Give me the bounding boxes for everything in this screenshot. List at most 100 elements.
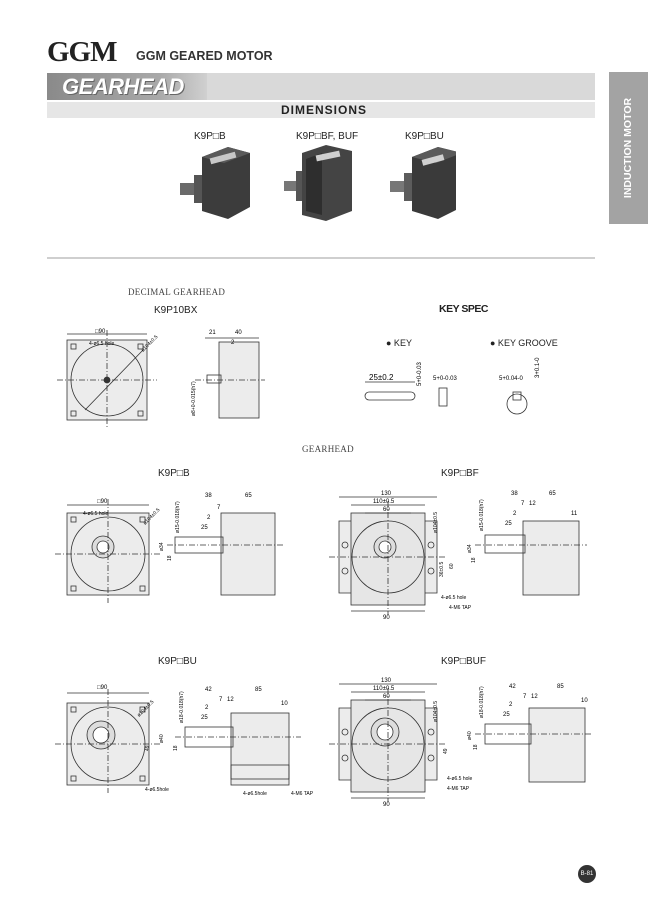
dim-label: ø34: [159, 542, 165, 551]
dim-label: 4-M6 TAP: [449, 605, 472, 611]
brand-logo: GGM: [47, 36, 117, 68]
dim-label: 4-M6 TAP: [447, 786, 470, 792]
dim-label: 7: [521, 501, 525, 507]
dim-label: ø104±0.5: [433, 512, 439, 533]
dim-label: 90: [383, 802, 390, 807]
dim-label: 38: [205, 493, 212, 499]
gearhead-photo-bu: [390, 147, 456, 219]
drawing-label: K9P□BUF: [441, 656, 486, 667]
dim-label: 7: [219, 697, 223, 703]
dim-label: 2: [231, 340, 235, 346]
dim-label: 40: [235, 330, 242, 336]
dim-label: ø18-0.018(h7): [179, 691, 185, 723]
dim-label: ø40: [159, 734, 165, 743]
key-groove-label: ● KEY GROOVE: [490, 338, 558, 348]
product-label: K9P□B: [194, 131, 226, 142]
dim-label: ø18-0.018(h7): [479, 686, 485, 718]
dim-label: 2: [207, 515, 211, 521]
dim-label: 60: [383, 694, 390, 700]
banner-title: GEARHEAD: [62, 74, 184, 99]
dim-label: 60: [449, 563, 455, 569]
dim-label: 18: [167, 555, 173, 561]
dim-label: 130: [381, 678, 392, 684]
dim-label: 4-ø6.5 hole: [441, 595, 467, 601]
drawing-k9p-buf: 130 110±0.5 60 90 ø104±0.5 ø18-0.018(h7)…: [329, 678, 591, 807]
dim-label: 7: [217, 505, 221, 511]
dim-label: 5+0-0.03: [433, 376, 458, 382]
dim-label: 5+0-0.03: [417, 361, 423, 386]
dim-label: 2: [205, 705, 209, 711]
dim-label: 25±0.2: [369, 373, 394, 382]
dim-label: 4-ø6.5 hole: [83, 511, 109, 517]
dim-label: 49: [145, 745, 151, 751]
dim-label: 3+0.1-0: [535, 357, 541, 378]
dim-label: 85: [255, 687, 262, 693]
dim-label: 4-ø6.5 hole: [447, 776, 473, 782]
dim-label: 38: [511, 491, 518, 497]
dim-label: 5+0.04-0: [499, 376, 524, 382]
dim-label: 90: [383, 615, 390, 620]
product-label: K9P□BF, BUF: [296, 131, 359, 142]
dim-label: 10: [281, 701, 288, 707]
dim-label: 25: [201, 715, 208, 721]
dim-label: 11: [571, 511, 578, 517]
dim-label: 85: [557, 684, 564, 690]
decimal-gearhead-drawing: □90 4-ø6.5 hole ø104±0.5 21 40 2 ø8+0-0.…: [57, 329, 265, 428]
drawing-k9p-bu: □90 ø104±0.5 ø18-0.018(h7) ø40 49 42 85 …: [55, 685, 314, 797]
dim-label: 12: [531, 694, 538, 700]
dim-label: 2: [509, 702, 513, 708]
dim-label: 65: [549, 491, 556, 497]
dim-label: ø8+0-0.015(h7): [191, 381, 197, 416]
dim-label: 4-ø6.5 hole: [89, 341, 115, 347]
dim-label: 18: [471, 557, 477, 563]
dim-label: 25: [503, 712, 510, 718]
drawing-k9p-b: □90 4-ø6.5 hole ø104±0.5 ø15-0.018(h7) ø…: [55, 493, 285, 603]
product-photos: [180, 145, 456, 221]
divider: [47, 257, 595, 259]
dim-label: 12: [227, 697, 234, 703]
dim-label: 130: [381, 491, 392, 497]
dim-label: 10: [581, 698, 588, 704]
dim-label: 60: [383, 507, 390, 513]
page-number: B-81: [578, 865, 596, 883]
decimal-model-label: K9P10BX: [154, 305, 198, 316]
dim-label: 65: [245, 493, 252, 499]
dim-label: 49: [443, 748, 449, 754]
dim-label: ø15-0.018(h7): [479, 499, 485, 531]
drawing-label: K9P□B: [158, 468, 190, 479]
dim-label: 25: [201, 525, 208, 531]
dim-label: 2: [513, 511, 517, 517]
dim-label: 4-ø6.5hole: [243, 791, 267, 797]
dim-label: 4-M6 TAP: [291, 791, 314, 797]
drawing-k9p-bf: 130 110±0.5 60 90 ø104±0.5 ø15-0.018(h7)…: [329, 491, 587, 620]
dim-label: 110±0.5: [373, 499, 395, 505]
dim-label: □90: [97, 685, 108, 691]
dim-label: 18: [473, 744, 479, 750]
side-tab: [609, 72, 648, 224]
gearhead-photo-bf: [284, 145, 352, 221]
dim-label: 42: [509, 684, 516, 690]
dim-label: ø34: [467, 544, 473, 553]
dim-label: 7: [523, 694, 527, 700]
dim-label: 12: [529, 501, 536, 507]
dim-label: ø40: [467, 731, 473, 740]
section-bar: [47, 102, 595, 118]
dim-label: 110±0.5: [373, 686, 395, 692]
drawing-label: K9P□BF: [441, 468, 479, 479]
key-spec-title: KEY SPEC: [439, 303, 488, 315]
dim-label: □90: [97, 499, 108, 505]
gearhead-section-title: GEARHEAD: [302, 444, 354, 454]
dim-label: 21: [209, 330, 216, 336]
section-title: DIMENSIONS: [280, 103, 367, 117]
dim-label: 36±0.5: [439, 562, 445, 577]
dim-label: 42: [205, 687, 212, 693]
dim-label: 25: [505, 521, 512, 527]
dim-label: ø104±0.5: [433, 701, 439, 722]
dim-label: ø15-0.018(h7): [175, 501, 181, 533]
product-label: K9P□BU: [405, 131, 444, 142]
dim-label: □90: [95, 329, 106, 335]
banner-accent: [47, 73, 207, 100]
side-tab-label: INDUCTION MOTOR: [622, 97, 635, 199]
brand-subtitle: GGM GEARED MOTOR: [136, 49, 273, 63]
dim-label: 18: [173, 745, 179, 751]
